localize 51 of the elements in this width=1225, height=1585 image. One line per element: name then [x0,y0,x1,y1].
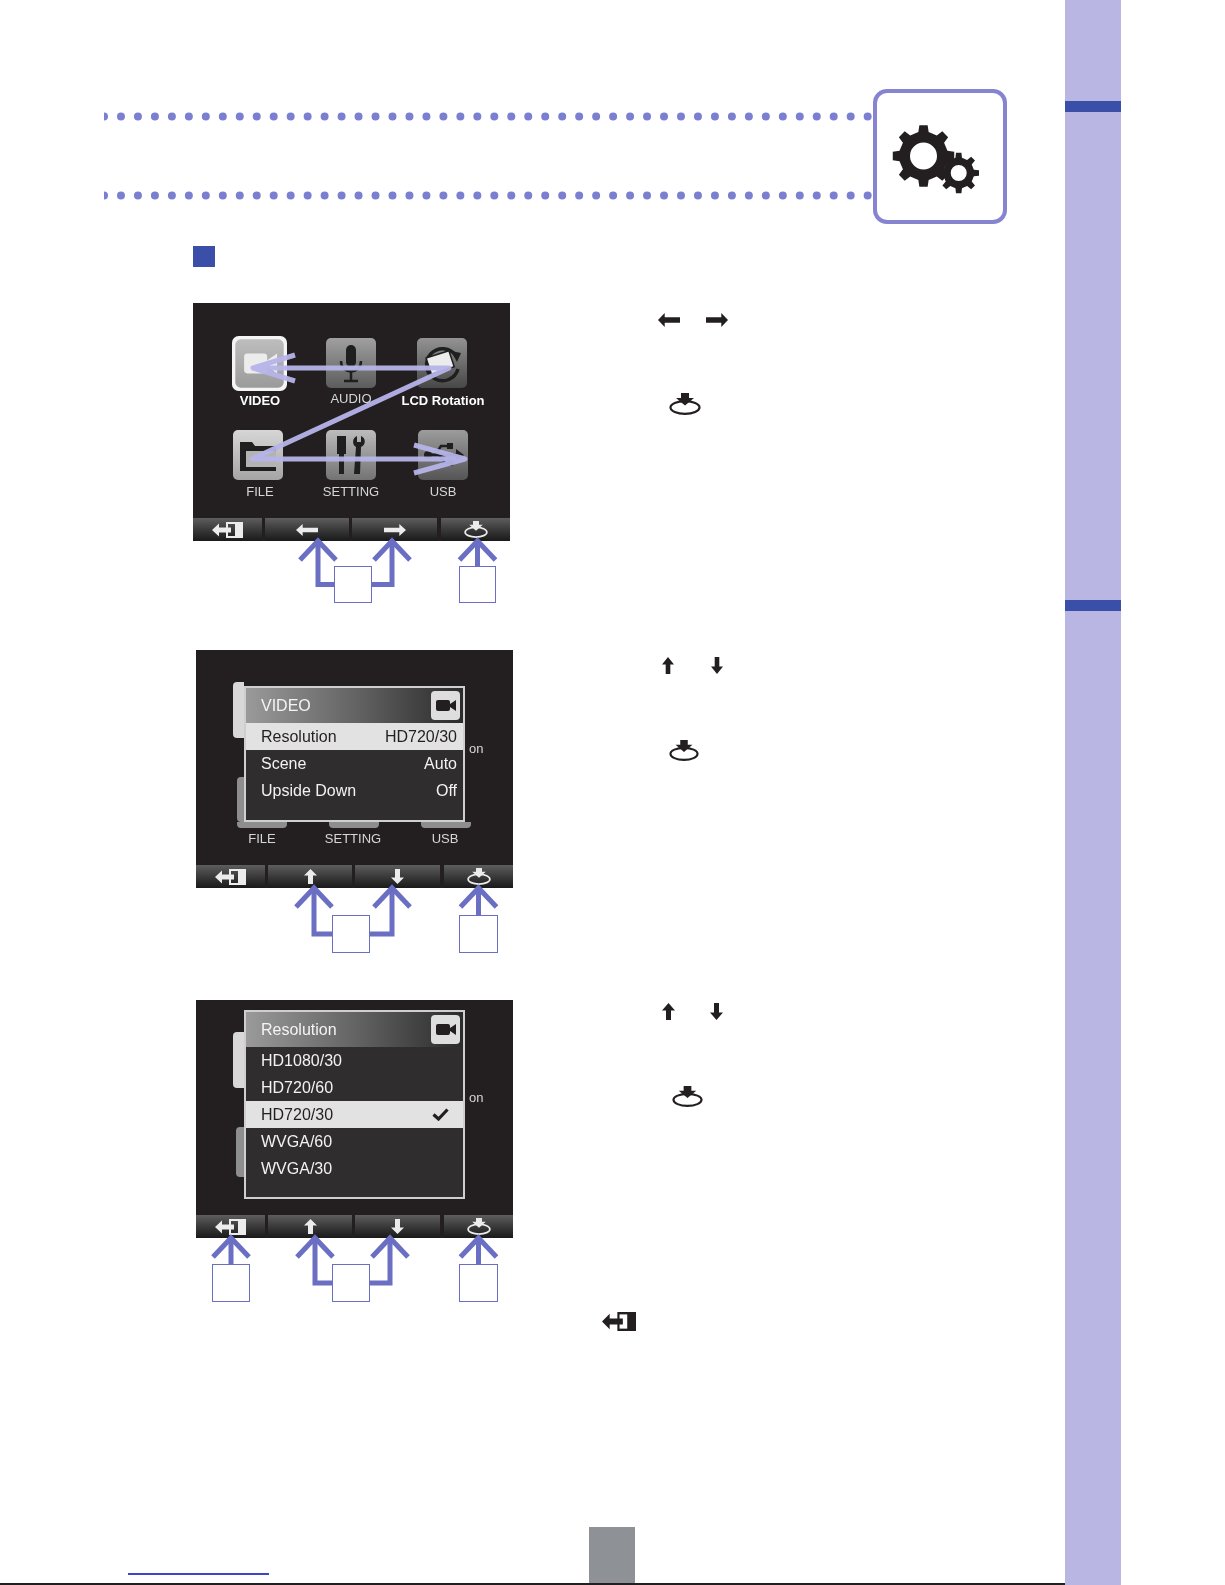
option-label: WVGA/30 [261,1159,333,1178]
soft-key [444,865,513,888]
soft-key [268,1215,352,1238]
menu-label: SETTING [324,831,382,845]
option-label: HD1080/30 [261,1051,342,1070]
menu-title: Resolution [261,1020,337,1039]
menu-title: VIDEO [261,696,311,715]
leader-arrow [457,538,498,566]
callout-box [459,566,496,603]
soft-key [196,1215,265,1238]
leader-arrow [371,538,413,587]
leader-arrow [293,885,335,937]
soft-key [441,518,510,541]
soft-key [355,1215,440,1238]
soft-key [444,1215,513,1238]
soft-key [352,518,437,541]
menu-label: on [469,741,484,755]
menu-label: SETTING [322,484,380,498]
leader-arrow [458,885,499,915]
setting-name: Resolution [261,727,337,746]
callout-box [459,1264,498,1302]
setting-name: Scene [261,754,307,773]
callout-box [332,915,370,953]
setting-value: Off [435,781,457,800]
menu-label: LCD Rotation [401,393,485,407]
option-label: WVGA/60 [261,1132,333,1151]
menu-label: AUDIO [330,391,372,405]
option-label: HD720/30 [261,1105,334,1124]
menu-label: FILE [246,484,274,498]
leader-arrow [458,1235,499,1264]
setting-value: HD720/30 [384,727,457,746]
menu-label: VIDEO [239,393,281,407]
setting-name: Upside Down [261,781,357,800]
option-label: HD720/60 [261,1078,334,1097]
leader-arrow [370,885,413,937]
callout-box [332,1264,370,1302]
callout-box [459,915,498,953]
menu-label: on [469,1090,484,1104]
menu-label: USB [429,484,457,498]
callout-box [334,566,372,603]
leader-arrow [210,1235,252,1264]
setting-value: Auto [424,754,457,773]
leader-arrow [294,1235,336,1286]
soft-key [355,865,440,888]
callout-box [212,1264,250,1302]
menu-label: FILE [248,831,276,845]
leader-arrow [297,538,339,587]
soft-key [265,518,349,541]
menu-label: USB [431,831,459,845]
leader-arrow [369,1235,411,1286]
soft-key [268,865,352,888]
